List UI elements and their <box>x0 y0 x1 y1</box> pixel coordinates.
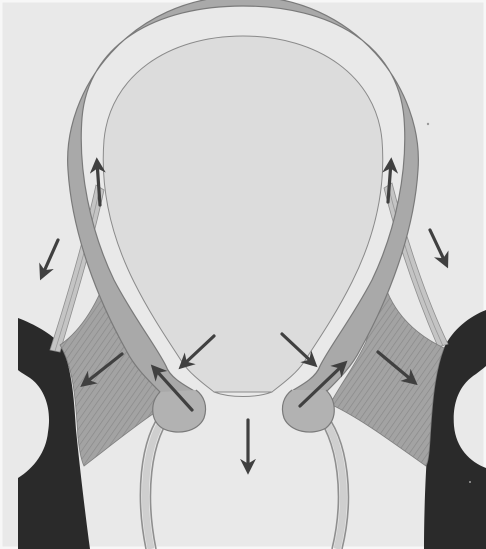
paper-speck <box>427 123 429 125</box>
paper-speck-2 <box>469 481 471 483</box>
